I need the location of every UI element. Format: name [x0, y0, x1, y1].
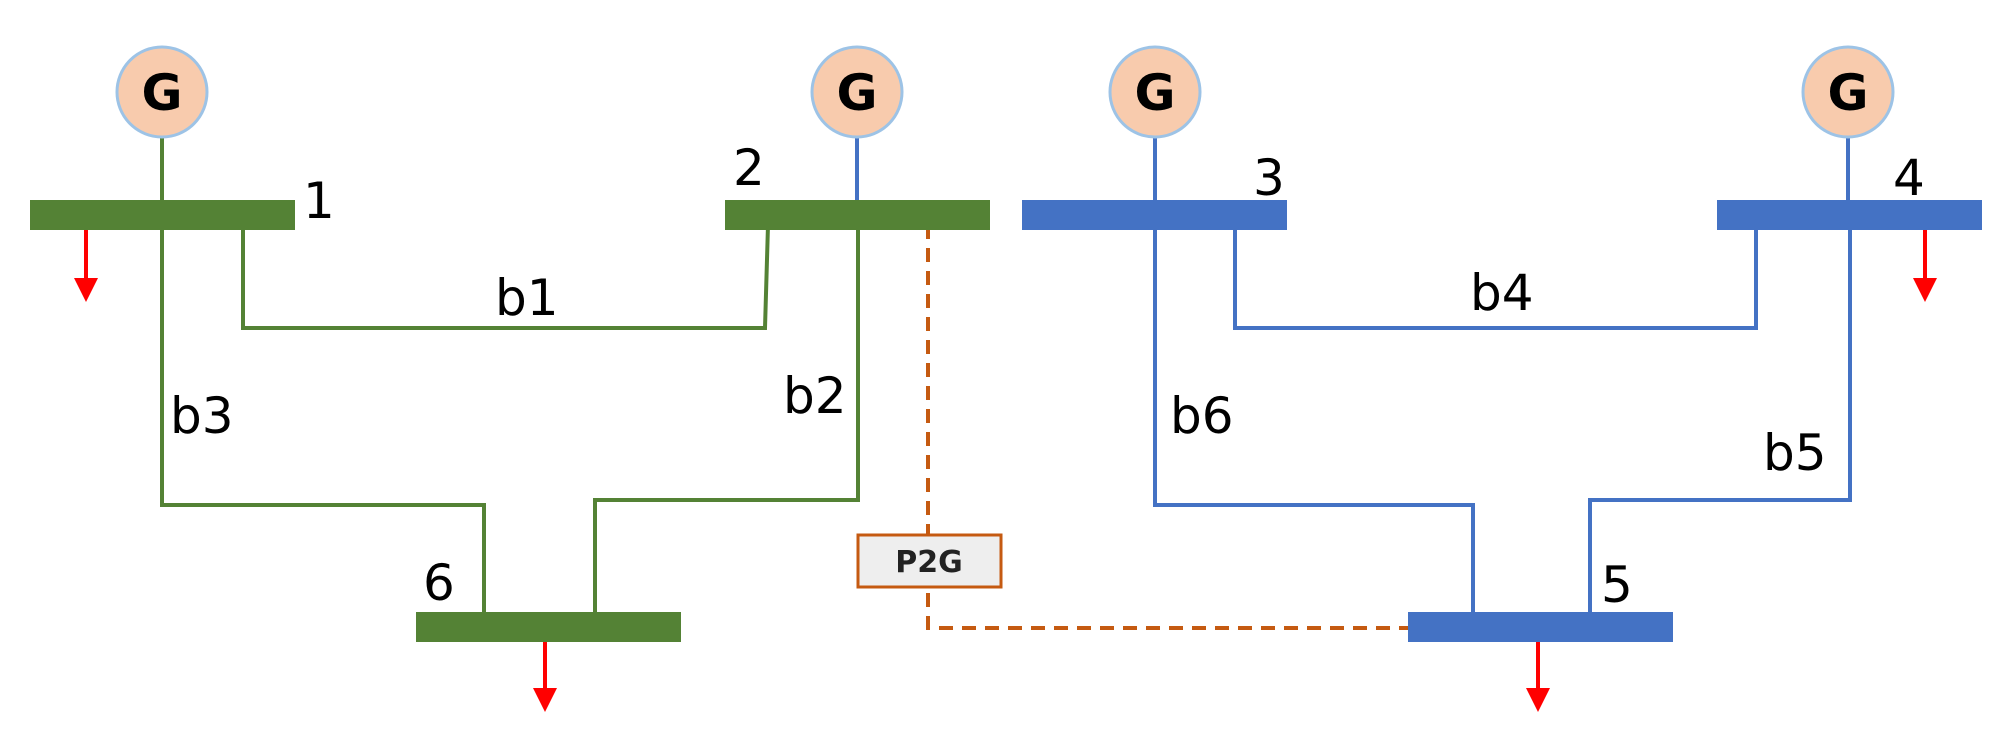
generator-1-label: G — [141, 64, 182, 122]
branch-b5-line — [1588, 225, 1852, 612]
branch-b4-label: b4 — [1470, 264, 1534, 322]
generator-2-circle — [810, 45, 904, 139]
bus-6-bar — [416, 612, 681, 642]
branch-b6-label: b6 — [1170, 387, 1234, 445]
branch-b1-line — [241, 224, 770, 330]
generator-2-label: G — [836, 64, 877, 122]
generator-1-circle — [115, 45, 209, 139]
generator-3-label: G — [1134, 64, 1175, 122]
generator-4-circle — [1801, 45, 1895, 139]
generator-2: G — [810, 45, 904, 139]
p2g-label: P2G — [895, 545, 963, 580]
branch-b6-line — [1153, 225, 1475, 612]
p2g-unit: P2G — [856, 533, 1003, 589]
bus-2-label: 2 — [733, 139, 765, 197]
bus-3-label: 3 — [1253, 149, 1285, 207]
branch-b2-line — [593, 225, 860, 612]
bus-4-bar — [1717, 200, 1982, 230]
bus-1-label: 1 — [303, 172, 335, 230]
branch-b5-label: b5 — [1763, 424, 1827, 482]
bus-5-label: 5 — [1601, 556, 1633, 614]
branch-b3-label: b3 — [170, 387, 234, 445]
bus-5-bar — [1408, 612, 1673, 642]
bus-2-bar — [725, 200, 990, 230]
bus-1-bar — [30, 200, 295, 230]
generator-4-label: G — [1827, 64, 1868, 122]
generator-3: G — [1108, 45, 1202, 139]
bus-3-bar — [1022, 200, 1287, 230]
branch-b4-line — [1233, 225, 1758, 330]
branch-b2-label: b2 — [783, 367, 847, 425]
p2g-link — [926, 225, 1408, 630]
generator-3-circle — [1108, 45, 1202, 139]
bus-4-label: 4 — [1893, 149, 1925, 207]
generator-4: G — [1801, 45, 1895, 139]
p2g-box — [856, 533, 1003, 589]
bus-6-label: 6 — [423, 554, 455, 612]
branch-b3-line — [160, 225, 486, 612]
branch-b1-label: b1 — [495, 269, 559, 327]
generator-1: G — [115, 45, 209, 139]
